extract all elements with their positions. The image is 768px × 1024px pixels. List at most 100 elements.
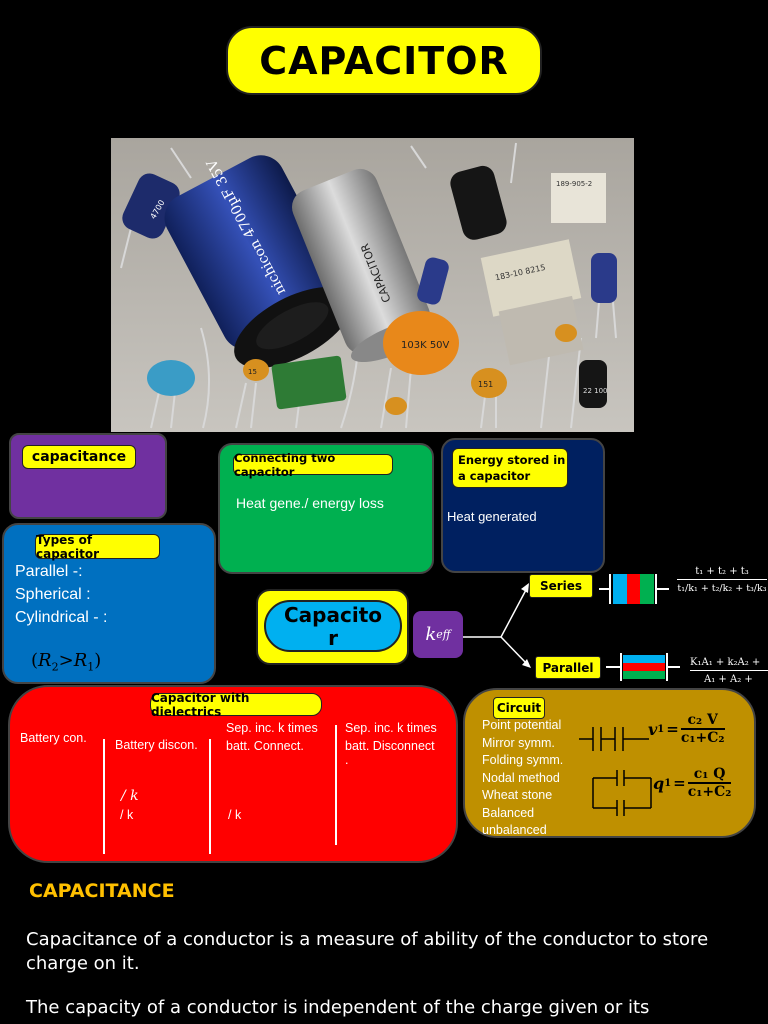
big-blue-capacitor: nichicon 4700µF 35V	[164, 155, 353, 368]
energy-box: Energy stored in a capacitor Heat genera…	[441, 438, 605, 573]
formula-r1: R	[73, 650, 88, 671]
v1-sub: 1	[657, 723, 665, 735]
blue-disc-capacitor	[147, 360, 195, 396]
small-blue-capacitor-1	[417, 257, 449, 305]
circuit-tag: Circuit	[493, 697, 545, 719]
dielectric-col4-b: .	[345, 753, 349, 767]
dielectric-col4: Sep. inc. k times batt. Disconnect	[345, 721, 437, 753]
formula-r2-sub: 2	[51, 660, 59, 674]
series-label: Series	[539, 579, 583, 593]
capacitance-heading: CAPACITANCE	[29, 880, 175, 902]
v1-lhs: v	[648, 719, 658, 739]
q1-lhs: q	[653, 773, 665, 793]
svg-text:151: 151	[478, 380, 493, 389]
types-tag: Types of capacitor	[35, 533, 160, 561]
svg-text:22 100: 22 100	[583, 387, 608, 395]
capacitance-tag: capacitance	[22, 445, 136, 469]
paren-close: )	[94, 650, 102, 671]
variable-capacitor: 183-10 8215	[480, 239, 584, 366]
keff-k: k	[425, 624, 437, 645]
capacitance-para-1: Capacitance of a conductor is a measure …	[26, 929, 709, 974]
energy-text: Heat generated	[447, 509, 537, 524]
q1-sub: 1	[664, 777, 672, 789]
parallel-formula: K₁A₁ + k₂A₂ + A₁ + A₂ +	[690, 657, 768, 685]
dielectric-col2-a: / k	[121, 788, 139, 804]
circuit-lines: Point potential Mirror symm. Folding sym…	[482, 717, 563, 840]
parallel-formula-den: A₁ + A₂ +	[704, 674, 753, 685]
dielectric-divider-1	[103, 739, 105, 854]
circuit-box: Circuit Point potential Mirror symm. Fol…	[463, 688, 756, 838]
parallel-dielectric-diagram	[606, 653, 680, 681]
capacitors-illustration: 4700 nichicon 4700µF 35V CAPACITOR 189-9…	[111, 138, 634, 432]
svg-text:103K 50V: 103K 50V	[401, 340, 450, 351]
circuit-tag-text: Circuit	[496, 701, 542, 715]
v1-num: c₂ V	[680, 712, 725, 730]
dielectric-col3: Sep. inc. k times batt. Connect.	[226, 721, 318, 753]
parallel-formula-num: K₁A₁ + k₂A₂ +	[690, 657, 768, 671]
dielectric-col2-b: / k	[120, 808, 134, 822]
connecting-box: Connecting two capacitor Heat gene./ ene…	[218, 443, 434, 574]
types-line-spherical: Spherical :	[15, 586, 91, 603]
capacitors-photo: 4700 nichicon 4700µF 35V CAPACITOR 189-9…	[111, 138, 634, 432]
capacitance-para-2: The capacity of a conductor is independe…	[26, 997, 650, 1018]
connecting-tag-text: Connecting two capacitor	[234, 450, 336, 479]
dielectric-tag: Capacitor with dielectrics	[150, 690, 322, 719]
parallel-label: Parallel	[542, 660, 594, 675]
branch-arrows	[463, 583, 531, 668]
q1-equals: =	[673, 774, 686, 792]
paren-open: (	[31, 650, 39, 671]
circuit-line-wheatstone: Wheat stone	[482, 788, 553, 802]
parallel-tag: Parallel	[535, 656, 601, 679]
dielectric-box: Capacitor with dielectrics Battery con. …	[8, 685, 458, 863]
orange-small-capacitor-3	[385, 397, 407, 415]
formula-gt: >	[58, 650, 74, 671]
black-capacitor	[450, 165, 507, 240]
series-formula-num: t₁ + t₂ + t₃	[677, 566, 767, 580]
svg-text:15: 15	[248, 368, 257, 376]
formula-r1-sub: 1	[87, 660, 95, 674]
keff-sub: eff	[436, 628, 451, 641]
series-formula: t₁ + t₂ + t₃ t₁/k₁ + t₂/k₂ + t₃/k₃	[677, 566, 767, 594]
parallel-circuit-symbol	[592, 770, 652, 816]
types-line-cylindrical: Cylindrical - :	[15, 609, 108, 626]
circuit-line-mirror: Mirror symm.	[482, 735, 555, 750]
green-box-capacitor	[271, 355, 347, 410]
dielectric-col2: Battery discon.	[115, 738, 198, 752]
center-label-line1: Capacito	[284, 603, 382, 627]
dielectric-tag-text: Capacitor with dielectrics	[151, 690, 250, 719]
small-black-capacitor	[579, 360, 607, 408]
connecting-text: Heat gene./ energy loss	[236, 495, 384, 511]
circuit-line-unbalanced: unbalanced	[482, 823, 547, 837]
connecting-tag: Connecting two capacitor	[233, 451, 393, 479]
q1-num: c₁ Q	[687, 766, 732, 784]
v1-fraction: c₂ V c₁+C₂	[680, 712, 725, 746]
q1-fraction: c₁ Q c₁+C₂	[687, 766, 732, 800]
energy-tag: Energy stored in a capacitor	[452, 448, 568, 488]
svg-text:189-905-2: 189-905-2	[556, 180, 592, 188]
energy-tag-text: Energy stored in a capacitor	[458, 453, 566, 483]
center-node: Capacito r	[256, 589, 409, 665]
trimmer-capacitor	[551, 173, 606, 223]
page-title-text: CAPACITOR	[259, 38, 509, 83]
capacitance-box: capacitance	[9, 433, 167, 519]
v1-den: c₁+C₂	[680, 730, 725, 746]
circuit-line-nodal: Nodal method	[482, 770, 560, 785]
types-formula: (R2>R1)	[31, 650, 101, 674]
center-pill: Capacito r	[264, 600, 402, 652]
formula-r2: R	[38, 650, 52, 671]
types-line-parallel: Parallel -:	[15, 563, 83, 580]
circuit-line-folding: Folding symm.	[482, 753, 564, 767]
q1-den: c₁+C₂	[687, 784, 732, 800]
orange-small-capacitor-1	[243, 359, 269, 381]
dielectric-col3-b: / k	[228, 808, 242, 822]
page-title: CAPACITOR	[226, 26, 542, 95]
series-circuit-symbol	[579, 727, 649, 751]
dielectric-divider-3	[335, 725, 337, 845]
capacitance-tag-text: capacitance	[31, 449, 127, 465]
types-box: Types of capacitor Parallel -: Spherical…	[2, 523, 216, 684]
center-label-line2: r	[328, 626, 338, 650]
orange-disc-capacitor	[383, 311, 459, 375]
